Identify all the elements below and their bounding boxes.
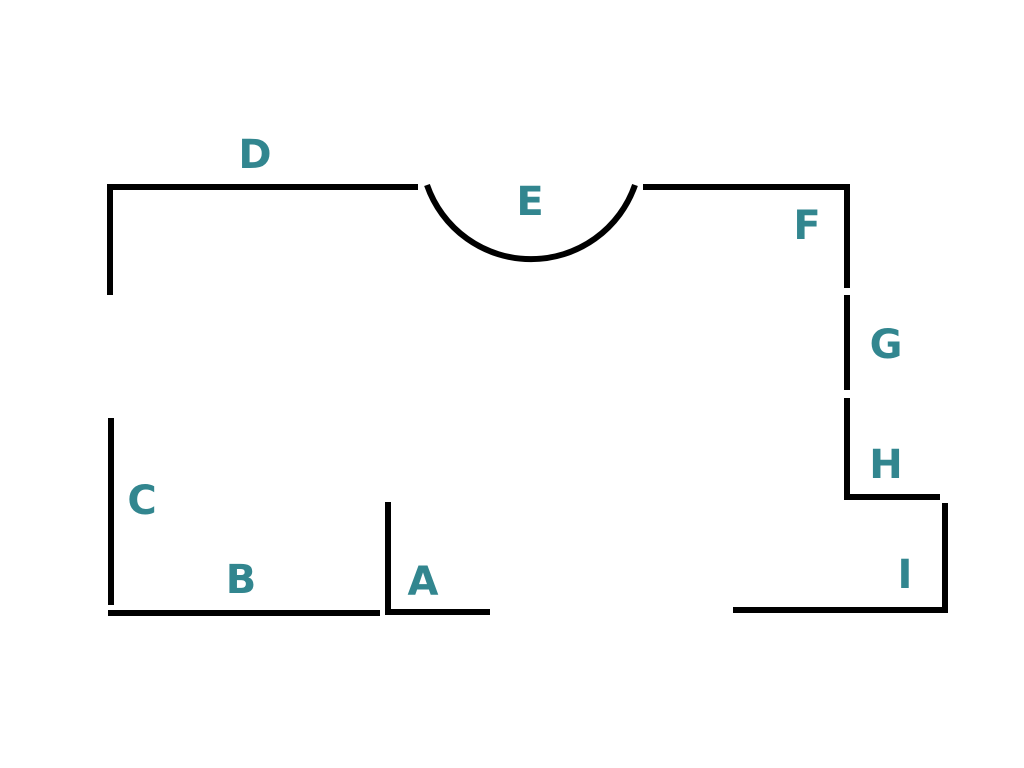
wall-a	[385, 502, 490, 615]
wall-f	[643, 184, 850, 288]
wall-d	[107, 184, 418, 295]
label-e: E	[516, 179, 543, 225]
label-b: B	[226, 557, 257, 603]
wall-h	[844, 398, 940, 500]
wall-i	[733, 503, 948, 613]
label-g: G	[870, 322, 903, 368]
label-h: H	[869, 442, 902, 488]
label-d: D	[238, 132, 271, 178]
label-f: F	[793, 203, 820, 249]
wall-e-arc	[424, 184, 638, 263]
label-a: A	[408, 559, 439, 605]
label-i: I	[898, 552, 913, 598]
label-c: C	[127, 478, 156, 524]
